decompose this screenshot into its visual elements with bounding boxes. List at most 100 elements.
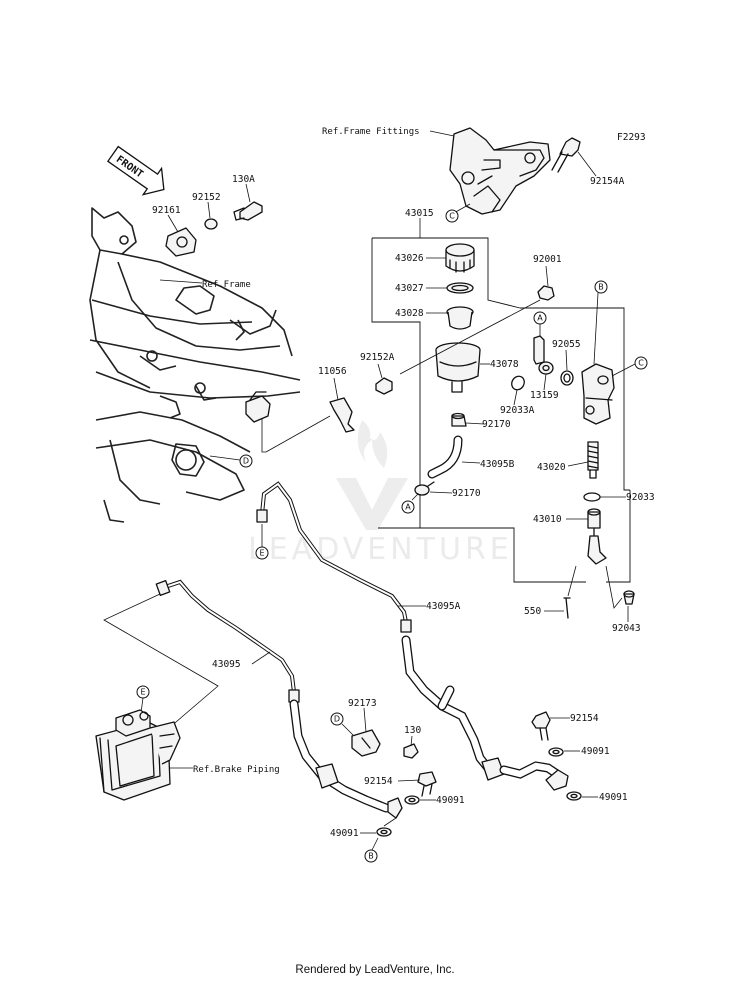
- label-92152: 92152: [192, 192, 221, 203]
- callout-c-top: C: [445, 203, 471, 223]
- part-43010-pushrod: [587, 508, 607, 565]
- label-43028: 43028: [395, 308, 424, 319]
- part-92170-clamp-upper: [451, 412, 467, 427]
- watermark: LEADVENTURE: [248, 420, 513, 567]
- label-92055: 92055: [552, 339, 581, 350]
- footpeg-bracket-bolts: 130A 92152 92161: [152, 174, 263, 257]
- label-92173: 92173: [348, 698, 377, 709]
- callout-a-upper: A: [533, 311, 547, 336]
- part-92154-bolt-right: [531, 711, 551, 741]
- reservoir-plate-43027: [446, 282, 474, 294]
- callout-e-lower: E: [136, 685, 150, 721]
- part-92033a-circlip: [511, 375, 525, 391]
- reservoir-diaphragm-43028: [446, 306, 474, 330]
- label-13159: 13159: [530, 390, 559, 401]
- label-550: 550: [524, 606, 541, 617]
- callout-b-lower: B: [364, 837, 379, 863]
- part-49091-washer-b: [376, 827, 392, 837]
- ref-frame-label: Ref.Frame: [202, 280, 251, 290]
- ref-brake-piping-label: Ref.Brake Piping: [193, 765, 280, 775]
- part-92043-pin: [623, 590, 635, 605]
- callout-e-upper-text: E: [259, 549, 264, 558]
- label-92154a: 92154A: [590, 176, 625, 187]
- part-49091-washer-a: [404, 795, 420, 805]
- part-92161-bracket: [165, 227, 197, 257]
- lower-brake-hose: [289, 635, 569, 819]
- label-92001: 92001: [533, 254, 562, 265]
- part-130-bolt: [403, 743, 419, 759]
- label-92043: 92043: [612, 623, 641, 634]
- part-550-cotter-pin: [563, 597, 571, 619]
- reservoir-cap-43026: [445, 243, 475, 273]
- part-43020-piston: [587, 441, 599, 479]
- label-43095a: 43095A: [426, 601, 461, 612]
- group-43015-bottom-right: [606, 490, 631, 583]
- part-11056-bracket: [329, 397, 355, 433]
- watermark-v-icon: [336, 478, 408, 530]
- part-92152-collar: [204, 218, 218, 230]
- label-49091-c: 49091: [581, 746, 610, 757]
- part-43095a-brake-pipe: [256, 481, 412, 633]
- label-43020: 43020: [537, 462, 566, 473]
- diagram-code: F2293: [617, 132, 646, 143]
- label-43078: 43078: [490, 359, 519, 370]
- watermark-flame-icon: [357, 420, 388, 468]
- group-43015-box: [372, 237, 521, 309]
- part-92033-circlip: [583, 492, 601, 502]
- callout-c-top-text: C: [449, 212, 455, 221]
- callout-c-right: C: [611, 356, 648, 377]
- label-92033a: 92033A: [500, 405, 535, 416]
- label-92033: 92033: [626, 492, 655, 503]
- label-43095b: 43095B: [480, 459, 515, 470]
- frame: [89, 207, 301, 523]
- callout-a-lower: A: [401, 493, 419, 514]
- part-92154a-bolt: [551, 137, 581, 173]
- front-arrow-icon: [106, 145, 165, 196]
- callout-b-lower-text: B: [368, 852, 374, 861]
- label-49091-b: 49091: [330, 828, 359, 839]
- label-43026: 43026: [395, 253, 424, 264]
- watermark-text: LEADVENTURE: [248, 532, 513, 567]
- label-43010: 43010: [533, 514, 562, 525]
- label-92152a: 92152A: [360, 352, 395, 363]
- footer-credit: Rendered by LeadVenture, Inc.: [295, 964, 455, 976]
- callout-b-upper-text: B: [598, 283, 604, 292]
- label-130a: 130A: [232, 174, 255, 185]
- label-11056: 11056: [318, 366, 347, 377]
- ref-frame-fittings-label: Ref.Frame Fittings: [322, 127, 420, 137]
- label-43095: 43095: [212, 659, 241, 670]
- callout-e-lower-text: E: [140, 688, 145, 697]
- label-43015: 43015: [405, 208, 434, 219]
- label-92154-left: 92154: [364, 776, 393, 787]
- part-92154-bolt-left: [417, 771, 437, 797]
- frame-fittings-bracket: [449, 127, 551, 215]
- label-49091-d: 49091: [599, 792, 628, 803]
- part-92152a-collar: [375, 377, 393, 395]
- callout-e-upper: E: [255, 524, 269, 560]
- label-92154-right: 92154: [570, 713, 599, 724]
- callout-d-frame-text: D: [243, 457, 249, 466]
- group-43015-right: [520, 307, 630, 491]
- master-cylinder-body: [581, 363, 615, 425]
- part-49091-washer-d: [566, 791, 582, 801]
- frame-mount-bracket: [245, 391, 271, 423]
- label-130: 130: [404, 725, 421, 736]
- label-49091-a: 49091: [436, 795, 465, 806]
- label-92170-upper: 92170: [482, 419, 511, 430]
- callout-b-upper: B: [593, 280, 608, 365]
- part-92170-clamp-lower: [414, 481, 435, 496]
- callout-d-frame: D: [209, 454, 253, 468]
- label-92161: 92161: [152, 205, 181, 216]
- part-13159-fitting: [533, 335, 554, 375]
- callout-d-lower-text: D: [334, 715, 340, 724]
- reservoir-tank-43078: [435, 342, 481, 393]
- label-92170-lower: 92170: [452, 488, 481, 499]
- callout-a-upper-text: A: [537, 314, 543, 323]
- part-43095-brake-pipe: [155, 579, 300, 703]
- group-43015-bottom: [380, 527, 586, 583]
- part-92055-oring: [560, 370, 574, 386]
- callout-d-lower: D: [330, 712, 357, 739]
- part-92001-bolt: [537, 285, 555, 301]
- part-49091-washer-c: [548, 747, 564, 757]
